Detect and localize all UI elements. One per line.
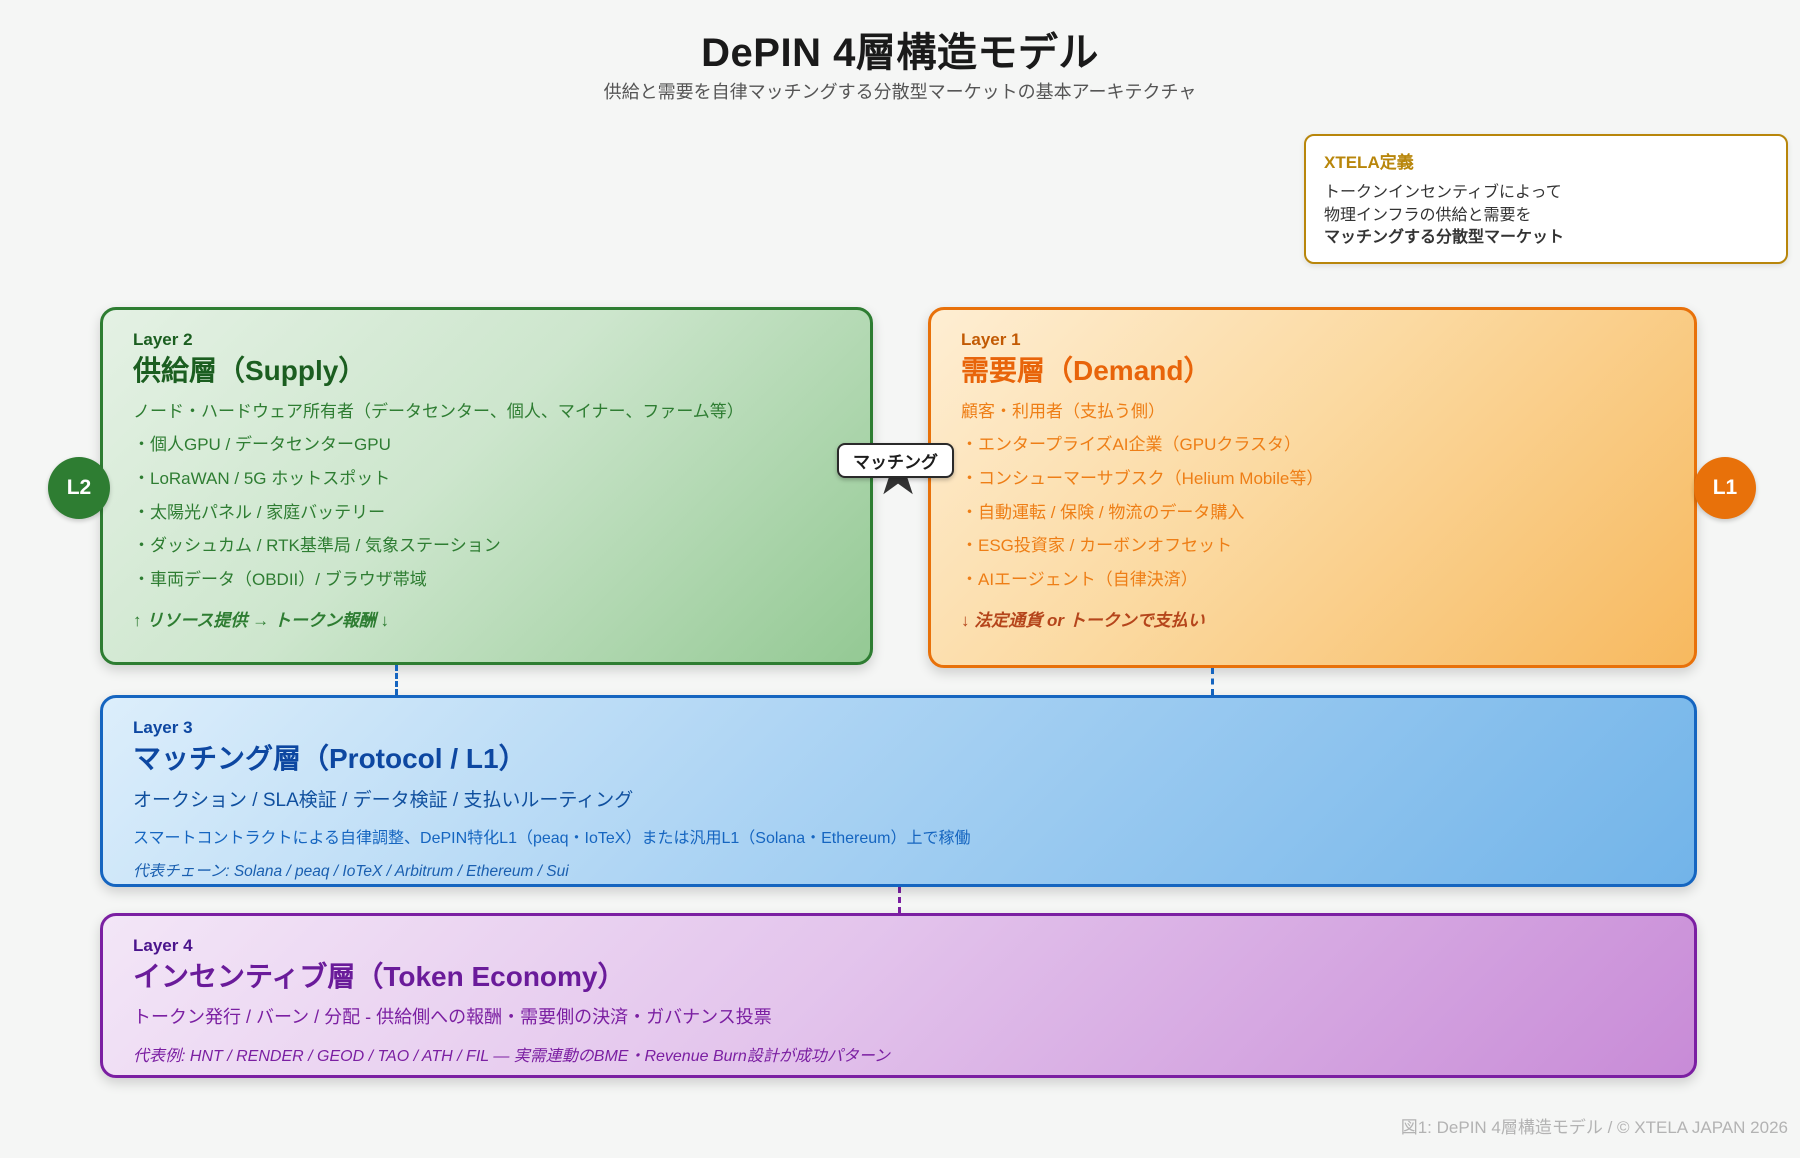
demand-item: ・エンタープライズAI企業（GPUクラスタ）: [961, 435, 1302, 455]
layer2-badge: L2: [48, 457, 110, 519]
supply-item: ・LoRaWAN / 5G ホットスポット: [133, 468, 391, 488]
protocol-layer-tag: Layer 3: [133, 718, 193, 737]
demand-layer-box: Layer 1 需要層（Demand） 顧客・利用者（支払う側） ・エンタープラ…: [928, 307, 1697, 668]
definition-line: トークンインセンティブによって: [1324, 184, 1562, 201]
definition-line: 物理インフラの供給と需要を: [1324, 206, 1532, 224]
figure-caption: 図1: DePIN 4層構造モデル / © XTELA JAPAN 2026: [1400, 1118, 1788, 1137]
token-layer-title: インセンティブ層（Token Economy）: [133, 961, 626, 992]
token-functions: トークン発行 / バーン / 分配 - 供給側への報酬・需要側の決済・ガバナンス…: [133, 1007, 772, 1028]
protocol-token-connector: [898, 887, 901, 913]
supply-layer-subtitle: ノード・ハードウェア所有者（データセンター、個人、マイナー、ファーム等）: [133, 402, 744, 422]
supply-layer-tag: Layer 2: [133, 330, 193, 349]
protocol-layer-title: マッチング層（Protocol / L1）: [133, 743, 527, 774]
supply-item-list: ・個人GPU / データセンターGPU ・LoRaWAN / 5G ホットスポッ…: [133, 435, 840, 589]
demand-item: ・自動運転 / 保険 / 物流のデータ購入: [961, 502, 1245, 522]
demand-flow-note: ↓ 法定通貨 or トークンで支払い: [961, 610, 1205, 630]
page-title: DePIN 4層構造モデル: [701, 31, 1099, 75]
supply-protocol-connector: [395, 665, 398, 695]
protocol-functions: オークション / SLA検証 / データ検証 / 支払いルーティング: [133, 790, 634, 812]
matching-label: マッチング: [837, 443, 954, 478]
demand-item: ・ESG投資家 / カーボンオフセット: [961, 536, 1233, 556]
demand-layer-tag: Layer 1: [961, 330, 1021, 349]
demand-item: ・コンシューマーサブスク（Helium Mobile等）: [961, 468, 1324, 488]
supply-item: ・車両データ（OBDII）/ ブラウザ帯域: [133, 569, 427, 589]
page-subtitle: 供給と需要を自律マッチングする分散型マーケットの基本アーキテクチャ: [603, 82, 1197, 102]
layer1-badge: L1: [1694, 457, 1756, 519]
xtela-definition-box: XTELA定義 トークンインセンティブによって 物理インフラの供給と需要を マッ…: [1304, 134, 1788, 265]
definition-line-bold: マッチングする分散型マーケット: [1324, 229, 1565, 247]
supply-item: ・太陽光パネル / 家庭バッテリー: [133, 502, 386, 522]
token-layer-box: Layer 4 インセンティブ層（Token Economy） トークン発行 /…: [100, 913, 1697, 1078]
protocol-chains: 代表チェーン: Solana / peaq / IoTeX / Arbitrum…: [133, 863, 569, 881]
token-layer-tag: Layer 4: [133, 936, 193, 955]
token-examples: 代表例: HNT / RENDER / GEOD / TAO / ATH / F…: [133, 1048, 890, 1066]
protocol-description: スマートコントラクトによる自律調整、DePIN特化L1（peaq・IoTeX）ま…: [133, 830, 971, 848]
supply-item: ・ダッシュカム / RTK基準局 / 気象ステーション: [133, 536, 501, 556]
demand-item: ・AIエージェント（自律決済）: [961, 569, 1198, 589]
definition-title: XTELA定義: [1324, 153, 1414, 172]
supply-layer-title: 供給層（Supply）: [133, 355, 367, 386]
demand-layer-title: 需要層（Demand）: [961, 355, 1212, 386]
supply-flow-note: ↑ リソース提供 → トークン報酬 ↓: [133, 610, 390, 630]
supply-item: ・個人GPU / データセンターGPU: [133, 435, 391, 455]
protocol-layer-box: Layer 3 マッチング層（Protocol / L1） オークション / S…: [100, 695, 1697, 887]
demand-layer-subtitle: 顧客・利用者（支払う側）: [961, 402, 1165, 422]
demand-protocol-connector: [1211, 668, 1214, 695]
supply-layer-box: Layer 2 供給層（Supply） ノード・ハードウェア所有者（データセンタ…: [100, 307, 873, 665]
demand-item-list: ・エンタープライズAI企業（GPUクラスタ） ・コンシューマーサブスク（Heli…: [961, 435, 1664, 589]
